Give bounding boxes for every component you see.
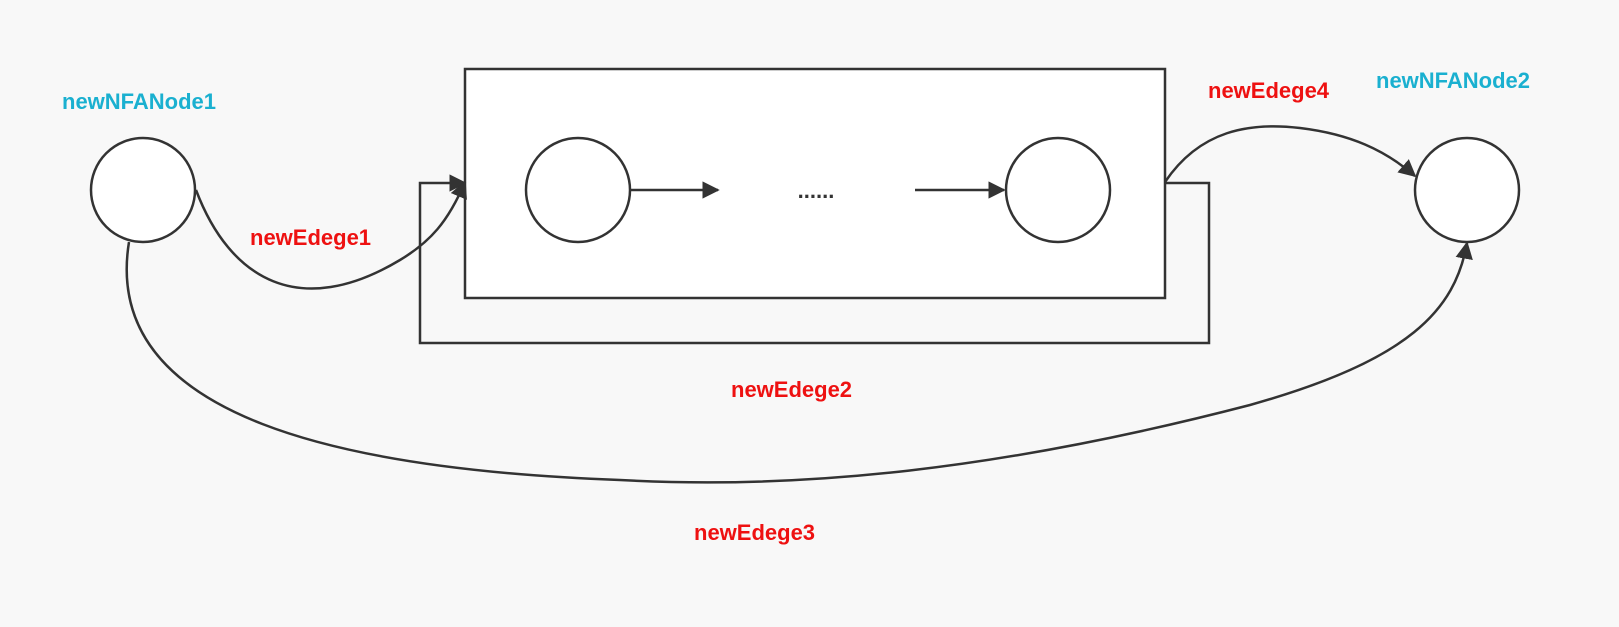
sub-nfa-start-node bbox=[524, 136, 632, 244]
edge4-label: newEdege4 bbox=[1208, 78, 1330, 103]
sub-nfa-end-node bbox=[1004, 136, 1112, 244]
inner-ellipsis: ...... bbox=[798, 178, 835, 203]
edge3-label: newEdege3 bbox=[694, 520, 815, 545]
edge3-path bbox=[125, 241, 1473, 484]
nfa-node-1 bbox=[89, 136, 197, 244]
edge2-bracket bbox=[418, 174, 1211, 345]
node1-label: newNFANode1 bbox=[62, 89, 216, 114]
node2-label: newNFANode2 bbox=[1376, 68, 1530, 93]
edge1-path bbox=[194, 180, 467, 290]
edge2-label: newEdege2 bbox=[731, 377, 852, 402]
edge1-label: newEdege1 bbox=[250, 225, 371, 250]
edge4-path bbox=[1163, 125, 1417, 183]
nfa-node-2 bbox=[1413, 136, 1521, 244]
